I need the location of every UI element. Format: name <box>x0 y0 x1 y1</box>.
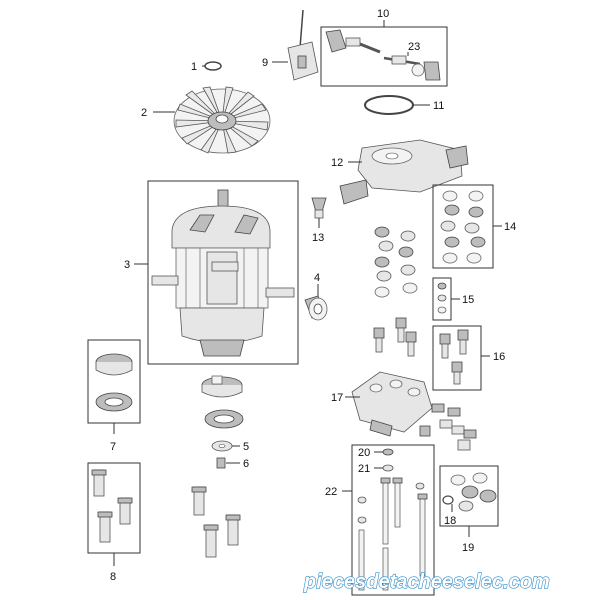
part-6-screw <box>216 457 226 469</box>
label-8: 8 <box>110 571 116 583</box>
label-22: 22 <box>325 486 337 498</box>
part-1-circlip <box>204 61 222 71</box>
label-6: 6 <box>243 458 249 470</box>
label-4: 4 <box>314 272 320 284</box>
label-3: 3 <box>124 259 130 271</box>
label-10: 10 <box>377 8 389 20</box>
part-11-o-ring <box>364 95 414 115</box>
loose-seal-set <box>374 226 418 298</box>
part-21-washer <box>382 464 394 472</box>
watermark: piecesdetacheeselec.com <box>303 571 550 593</box>
part-16-valve-kit <box>439 329 469 385</box>
label-14: 14 <box>504 221 516 233</box>
part-20-washer <box>382 448 394 456</box>
part-7-swashplate-bearing <box>95 353 133 412</box>
part-17-cylinder-head <box>351 371 433 437</box>
part-19-plug-kit <box>442 472 497 512</box>
label-13: 13 <box>312 232 324 244</box>
label-16: 16 <box>493 351 505 363</box>
label-20: 20 <box>358 447 370 459</box>
label-18: 18 <box>444 515 456 527</box>
part-2-cooling-fan <box>173 86 271 154</box>
part-5-washer <box>211 440 233 452</box>
loose-valves <box>373 317 417 357</box>
loose-swashplate <box>201 375 243 398</box>
label-23: 23 <box>408 41 420 53</box>
loose-bearing <box>204 409 244 429</box>
label-1: 1 <box>191 61 197 73</box>
part-22-bolt-set <box>357 477 428 591</box>
part-15-small-seals <box>437 282 447 314</box>
part-3-box <box>147 180 299 365</box>
part-10-valve-kit <box>325 29 441 81</box>
label-15: 15 <box>462 294 474 306</box>
label-7: 7 <box>110 441 116 453</box>
label-17: 17 <box>331 392 343 404</box>
part-22-box <box>351 444 435 596</box>
part-4-bushing <box>304 295 328 321</box>
loose-fittings <box>419 403 477 451</box>
part-13-plug <box>311 197 327 219</box>
label-5: 5 <box>243 441 249 453</box>
part-14-seal-kit <box>440 190 486 264</box>
label-19: 19 <box>462 542 474 554</box>
label-2: 2 <box>141 107 147 119</box>
label-12: 12 <box>331 157 343 169</box>
label-9: 9 <box>262 57 268 69</box>
loose-pistons <box>191 486 241 558</box>
part-8-pistons <box>91 469 133 543</box>
label-11: 11 <box>433 100 444 112</box>
part-12-pump-housing <box>339 139 469 205</box>
label-21: 21 <box>358 463 370 475</box>
part-16-box <box>432 325 482 391</box>
part-3-motor <box>151 189 295 357</box>
part-9-pressure-switch <box>287 9 319 81</box>
